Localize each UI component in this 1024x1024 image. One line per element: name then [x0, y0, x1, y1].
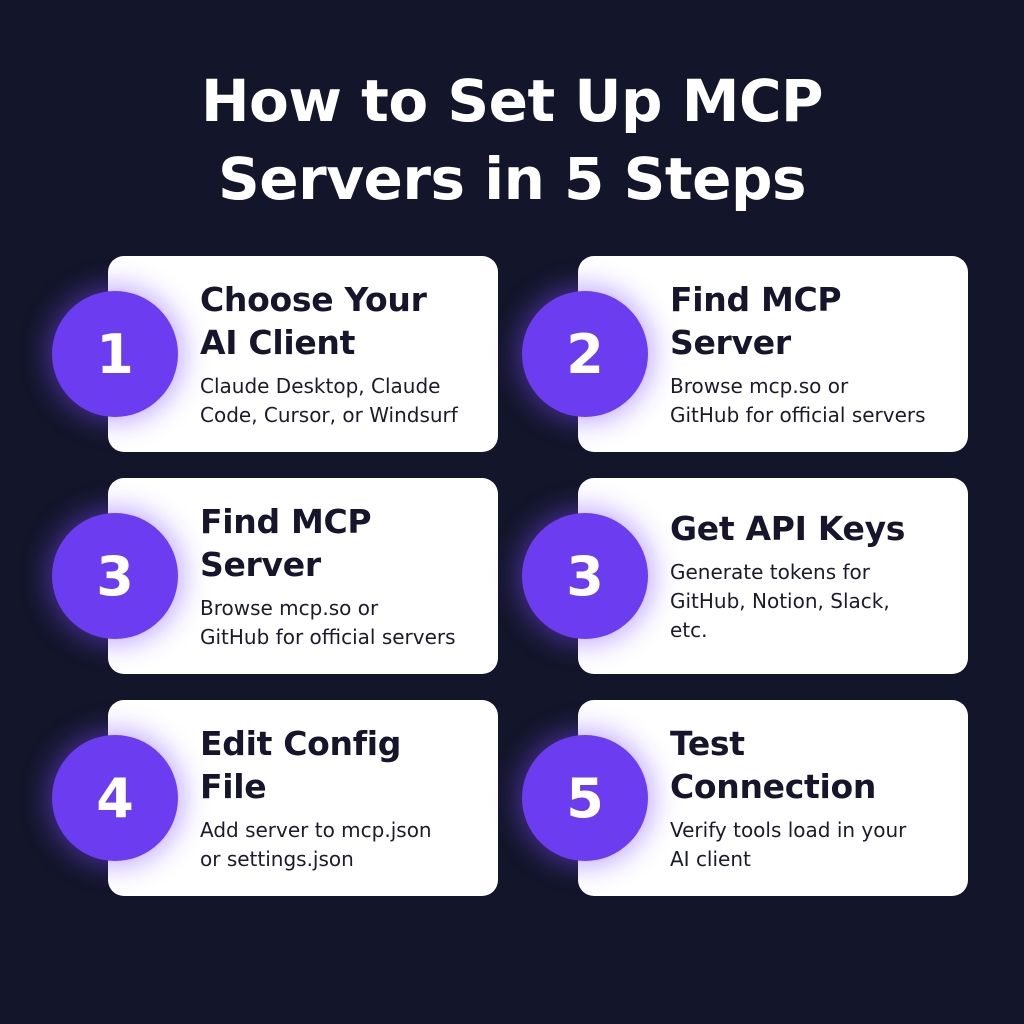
step-description-line: Browse mcp.so or — [200, 596, 379, 620]
step-description-line: Code, Cursor, or Windsurf — [200, 403, 458, 427]
step-content: Test Connection Verify tools load in you… — [670, 700, 954, 896]
step-content: Edit Config File Add server to mcp.json … — [200, 700, 484, 896]
step-description: Generate tokens for GitHub, Notion, Slac… — [670, 558, 954, 645]
step-description: Verify tools load in your AI client — [670, 816, 954, 874]
step-card-5: 4 Edit Config File Add server to mcp.jso… — [52, 700, 498, 896]
step-heading: Test Connection — [670, 722, 954, 808]
step-heading-line: Edit Config — [200, 724, 402, 763]
step-card-3: 3 Find MCP Server Browse mcp.so or GitHu… — [52, 478, 498, 674]
step-description-line: Add server to mcp.json — [200, 818, 432, 842]
step-description: Add server to mcp.json or settings.json — [200, 816, 484, 874]
step-heading: Choose Your AI Client — [200, 278, 484, 364]
step-heading-line: Test — [670, 724, 745, 763]
step-card-2: 2 Find MCP Server Browse mcp.so or GitHu… — [522, 256, 968, 452]
step-description-line: GitHub for official servers — [670, 403, 926, 427]
step-description-line: Generate tokens for — [670, 560, 870, 584]
step-number-badge: 1 — [52, 291, 178, 417]
step-heading: Get API Keys — [670, 507, 954, 550]
step-card-4: 3 Get API Keys Generate tokens for GitHu… — [522, 478, 968, 674]
step-heading: Find MCP Server — [200, 500, 484, 586]
step-description-line: Claude Desktop, Claude — [200, 374, 441, 398]
step-heading-line: Get API Keys — [670, 509, 906, 548]
step-heading-line: Connection — [670, 767, 877, 806]
step-description-line: GitHub, Notion, Slack, — [670, 589, 890, 613]
step-number-badge: 4 — [52, 735, 178, 861]
step-description: Claude Desktop, Claude Code, Cursor, or … — [200, 372, 484, 430]
step-description-line: etc. — [670, 618, 708, 642]
step-description-line: GitHub for official servers — [200, 625, 456, 649]
step-card-6: 5 Test Connection Verify tools load in y… — [522, 700, 968, 896]
step-description-line: or settings.json — [200, 847, 354, 871]
step-content: Choose Your AI Client Claude Desktop, Cl… — [200, 256, 484, 452]
step-content: Get API Keys Generate tokens for GitHub,… — [670, 478, 954, 674]
step-description: Browse mcp.so or GitHub for official ser… — [670, 372, 954, 430]
step-heading: Find MCP Server — [670, 278, 954, 364]
step-card-1: 1 Choose Your AI Client Claude Desktop, … — [52, 256, 498, 452]
step-number-badge: 2 — [522, 291, 648, 417]
page-title-line-2: Servers in 5 Steps — [218, 145, 806, 213]
step-number-badge: 3 — [522, 513, 648, 639]
step-heading-line: File — [200, 767, 267, 806]
step-heading-line: Find MCP — [200, 502, 372, 541]
step-description-line: Verify tools load in your — [670, 818, 907, 842]
step-description-line: Browse mcp.so or — [670, 374, 849, 398]
step-heading: Edit Config File — [200, 722, 484, 808]
step-heading-line: Server — [670, 323, 791, 362]
page-title-line-1: How to Set Up MCP — [200, 67, 824, 135]
step-number-badge: 3 — [52, 513, 178, 639]
step-heading-line: Server — [200, 545, 321, 584]
step-number-badge: 5 — [522, 735, 648, 861]
page-title: How to Set Up MCP Servers in 5 Steps — [0, 62, 1024, 218]
step-content: Find MCP Server Browse mcp.so or GitHub … — [200, 478, 484, 674]
step-description: Browse mcp.so or GitHub for official ser… — [200, 594, 484, 652]
step-heading-line: AI Client — [200, 323, 356, 362]
step-heading-line: Choose Your — [200, 280, 427, 319]
step-content: Find MCP Server Browse mcp.so or GitHub … — [670, 256, 954, 452]
step-description-line: AI client — [670, 847, 751, 871]
step-heading-line: Find MCP — [670, 280, 842, 319]
